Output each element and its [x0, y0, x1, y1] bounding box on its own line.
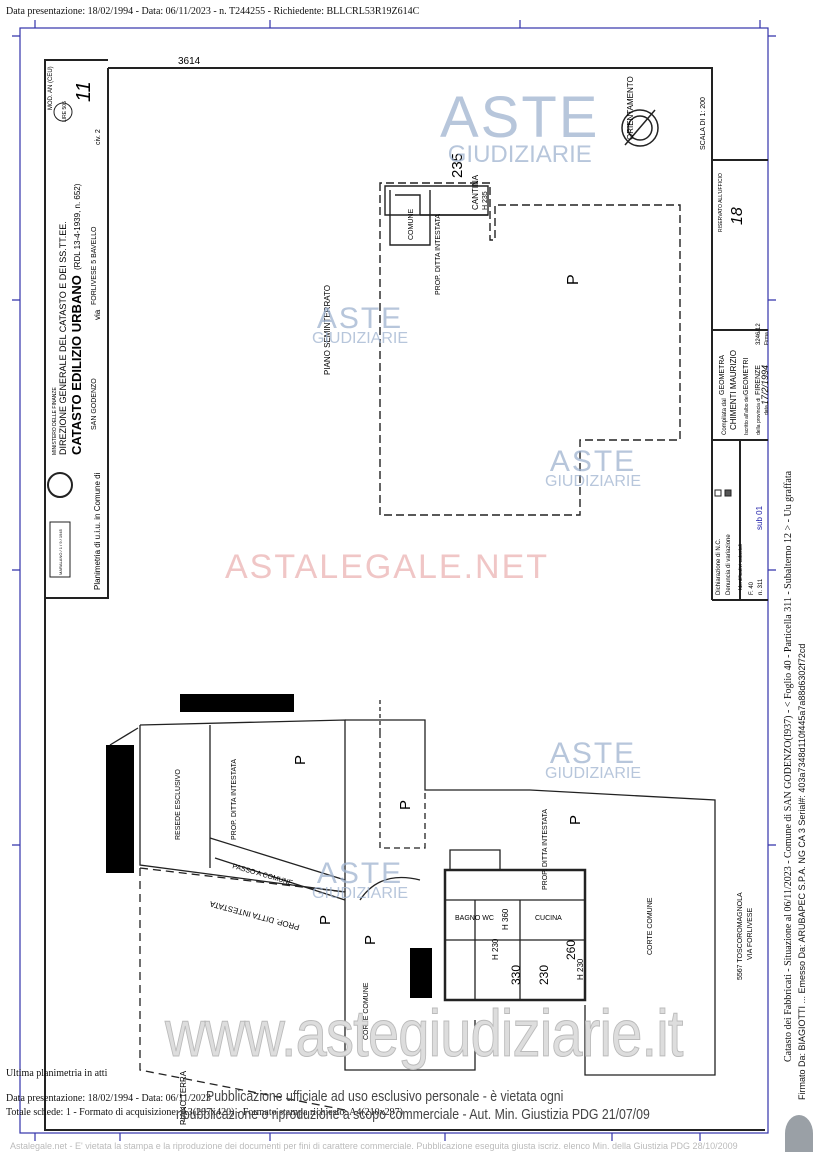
law-label: (RDL 13-4-1939, n. 652): [73, 183, 82, 270]
code-box-text: MARALANO / 1 / 9 / 1945: [58, 528, 63, 575]
corte-label-1: CORTE COMUNE: [363, 982, 370, 1040]
sub-value: sub 01: [755, 505, 764, 530]
province-label: della provincia di: [756, 398, 762, 435]
redaction-box: [106, 745, 134, 873]
via-label-tb: via: [93, 309, 102, 320]
road-label: 5567 TOSCOROMAGNOLA: [737, 892, 744, 980]
print-frame: [12, 20, 776, 1141]
corte-label-2: CORTE COMUNE: [647, 897, 654, 955]
ident-label: Identificativi catastali: [738, 544, 744, 590]
sheet-number: 11: [73, 81, 95, 102]
redaction-box: [410, 948, 432, 998]
code-box: [49, 521, 71, 578]
passo-label: PASSO A COMUNE: [231, 863, 293, 887]
publication-notice-1: Pubblicazione ufficiale ad uso esclusivo…: [206, 1088, 564, 1105]
stamp-icon: [53, 102, 73, 122]
ministry-label: MINISTERO DELLE FINANZE: [52, 387, 58, 455]
via-label: VIA FORLIVESE: [747, 908, 754, 960]
comune-label: COMUNE: [408, 209, 415, 240]
mark-5: P: [362, 935, 379, 945]
bagno-label: BAGNO WC: [455, 915, 494, 922]
prop-label-2: PROP. DITTA INTESTATA: [208, 899, 300, 932]
albo-label: Iscritto all'albo dei: [744, 395, 750, 435]
firma-label: Firma: [764, 332, 770, 345]
height-1: H 360: [501, 908, 510, 930]
scale-label: SCALA DI 1: 200: [700, 97, 707, 150]
prop-label-3: PROP. DITTA INTESTATA: [542, 809, 549, 890]
legal-notice: Astalegale.net - E' vietata la stampa e …: [10, 1141, 738, 1151]
province-value: FIRENZE: [755, 365, 762, 395]
direction-label: DIREZIONE GENERALE DEL CATASTO E DEI SS.…: [58, 221, 68, 455]
compiled-by-value: GEOMETRA: [719, 355, 726, 395]
height-3: 330: [509, 965, 523, 985]
albo-value: GEOMETRI: [743, 358, 750, 395]
height-6: H 230: [576, 958, 585, 980]
decl-nc-checkbox: [714, 489, 722, 497]
height-2: H 230: [491, 938, 500, 960]
mark-4: P: [567, 815, 584, 825]
mark-1: P: [292, 755, 309, 765]
registration-number: 3246/12: [756, 323, 762, 345]
resede-label: RESEDE ESCLUSIVO: [175, 769, 182, 840]
orientation-label: ORIENTAMENTO: [626, 76, 635, 140]
document-header: Data presentazione: 18/02/1994 - Data: 0…: [6, 6, 420, 17]
numero-value: n. 311: [758, 578, 764, 595]
reserved-label: RISERVATO ALL'UFFICIO: [718, 173, 724, 232]
foglio-value: F. 40: [749, 581, 755, 595]
denuncia-label: Denuncia di variazione: [726, 534, 732, 595]
mark-2: P: [317, 915, 334, 925]
denuncia-checkbox: [724, 489, 732, 497]
redaction-box: [180, 694, 294, 712]
orientation-icon: [621, 109, 659, 147]
planimetria-label: Planimetria di u.i.u. in Comune di: [93, 472, 102, 590]
cucina-label: CUCINA: [535, 915, 562, 922]
model-label: MOD. AN (CEU): [48, 66, 54, 110]
height-4: 230: [537, 965, 551, 985]
catasto-title: CATASTO EDILIZIO URBANO: [69, 275, 84, 455]
footer-date: Data presentazione: 18/02/1994 - Data: 0…: [6, 1093, 211, 1104]
height-5: 260: [564, 940, 578, 960]
watermark-astalegale: ASTALEGALE.NET: [225, 548, 550, 586]
compiled-by-label: Compilata dal: [722, 398, 728, 435]
basement-plan: [379, 182, 681, 516]
footer-total: Totale schede: 1 - Formato di acquisizio…: [6, 1107, 403, 1118]
decl-nc-label: Dichiarazione di N.C.: [716, 538, 722, 595]
cantina-label: CANTINA: [471, 174, 480, 210]
date-label: data: [764, 405, 770, 415]
publication-notice-2: ripubblicazione o riproduzione a scopo c…: [176, 1106, 650, 1123]
mark-top: P: [565, 274, 582, 285]
floor-label-bottom: PIANO TERRA: [179, 1070, 188, 1125]
last-plan-note: Ultima planimetria in atti: [6, 1068, 108, 1079]
civ-label: civ. 2: [95, 129, 102, 145]
cantina-height: 235: [449, 153, 466, 178]
stamp-label: LIRE 505: [62, 101, 68, 122]
ground-floor-plan: [109, 700, 716, 1111]
date-value: 17/2/1994: [760, 365, 770, 405]
emblem-icon: [47, 472, 73, 498]
prop-label-top: PROP. DITTA INTESTATA: [435, 214, 442, 295]
digital-signature-note: Firmato Da: BIAGIOTTI ... Emesso Da: ARU…: [797, 643, 807, 1100]
sheet-outline: [44, 59, 768, 1131]
via-value: FORLIVESE 5 BAVELLO: [91, 226, 98, 305]
seal-icon: [785, 1115, 813, 1152]
reserved-number: 18: [729, 207, 746, 225]
cantina-h-label: H 235: [482, 191, 489, 210]
plan-code: 3614: [178, 56, 201, 67]
watermark-site: www.astegiudiziarie.it: [165, 996, 684, 1071]
comune-value: SAN GODENZO: [91, 378, 98, 430]
prop-label-1: PROP. DITTA INTESTATA: [231, 759, 238, 840]
catasto-side-note: Catasto dei Fabbricati - Situazione al 0…: [783, 470, 794, 1062]
surveyor-name: CHIMENTI MAURIZIO: [729, 350, 738, 430]
floor-label-top: PIANO SEMINTERRATO: [323, 285, 332, 375]
mark-3: P: [397, 800, 414, 810]
